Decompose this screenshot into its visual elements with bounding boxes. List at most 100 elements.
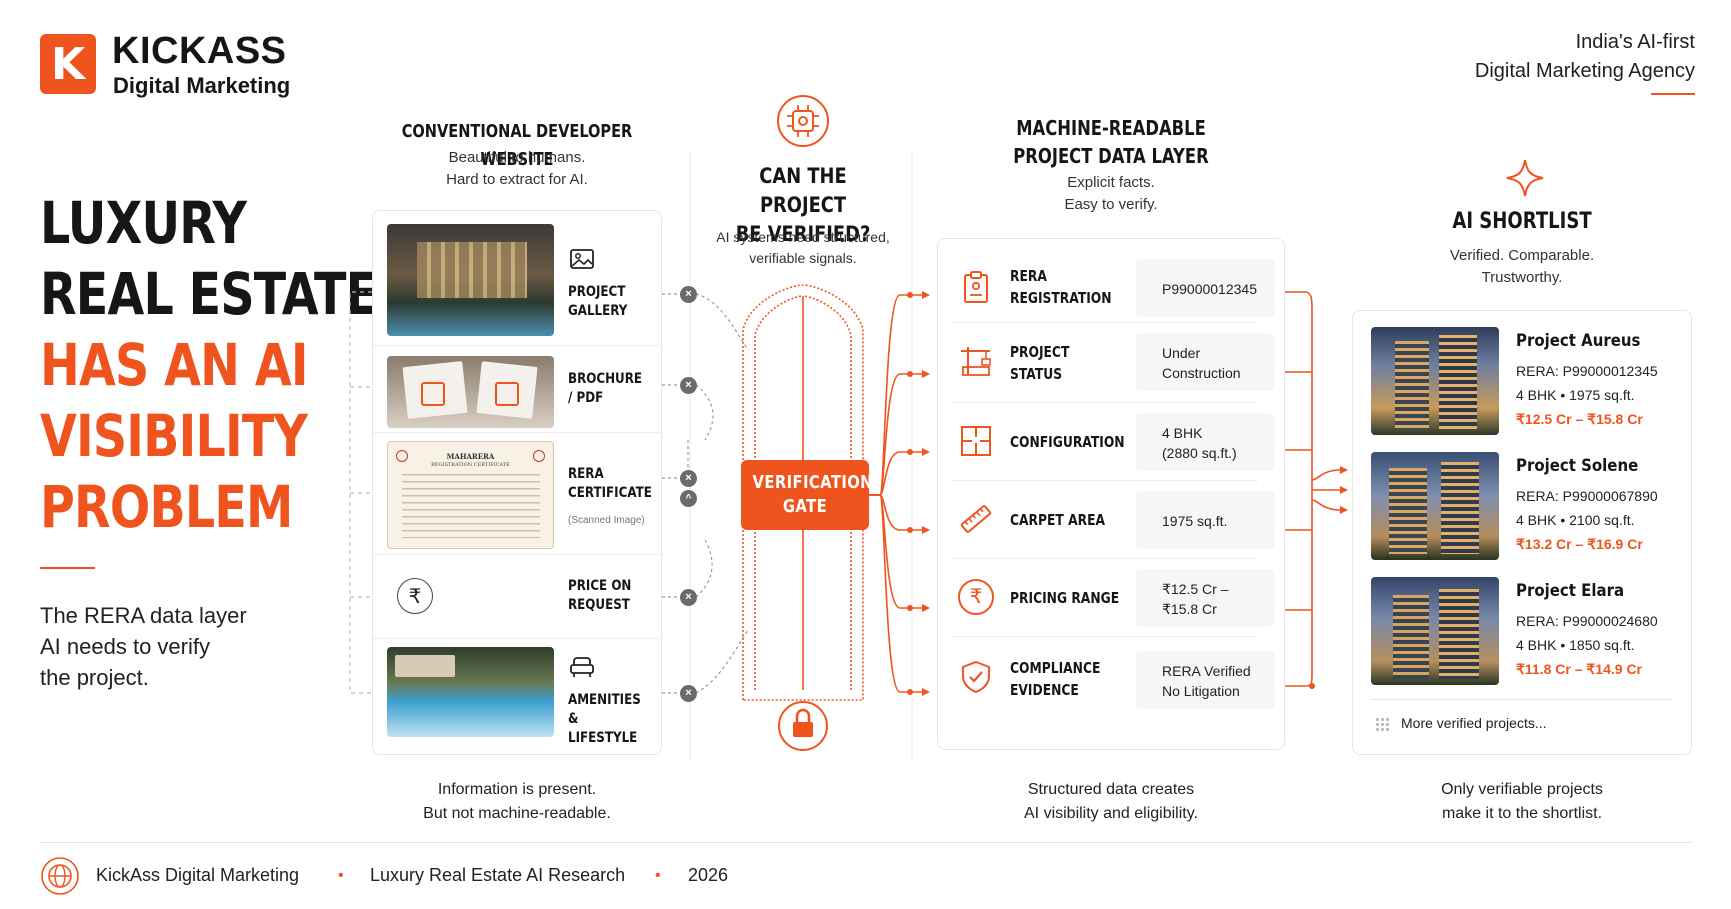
data-value: 1975 sq.ft. [1136, 491, 1274, 549]
shortlist-sub-1: Verified. Comparable. [1449, 247, 1595, 264]
data-label-1: RERA [1010, 267, 1047, 285]
data-label-1: PRICING RANGE [1010, 589, 1120, 607]
shortlist-panel: Project Aureus RERA: P99000012345 4 BHK … [1352, 310, 1692, 755]
shortlist-divider [1371, 699, 1673, 700]
shortlist-caption-1: Only verifiable projects [1441, 781, 1603, 798]
up-arrow-icon: ^ [680, 490, 697, 507]
hero-line-4: VISIBILITY [40, 402, 308, 470]
crane-icon [961, 347, 991, 376]
data-row-carpet-area: CARPET AREA 1975 sq.ft. [952, 481, 1274, 559]
ruler-icon [960, 505, 992, 533]
shortlist-item[interactable]: Project Aureus RERA: P99000012345 4 BHK … [1371, 327, 1667, 437]
brochure-thumb [387, 356, 554, 428]
data-value-1: ₹12.5 Cr – [1162, 581, 1229, 597]
data-layer-sub-2: Easy to verify. [1064, 196, 1158, 213]
data-row-rera-registration: RERA REGISTRATION P99000012345 [952, 251, 1274, 323]
row-label-1: PRICE ON [568, 578, 632, 594]
globe-icon [41, 857, 79, 895]
project-name: Project Aureus [1516, 331, 1641, 351]
hero-line-3: HAS AN AI [40, 331, 309, 399]
verify-heading-2: BE VERIFIED? [735, 222, 871, 246]
x-mark-icon: × [680, 589, 697, 606]
data-layer-caption: Structured data creates AI visibility an… [937, 778, 1285, 826]
certificate-thumb: MAHARERA REGISTRATION CERTIFICATE [387, 441, 554, 549]
data-value-1: 4 BHK [1162, 425, 1203, 441]
project-rera: RERA: P99000024680 [1516, 613, 1658, 629]
conventional-sub-1: Beautiful to humans. [448, 149, 586, 166]
rupee-icon: ₹ [397, 578, 433, 614]
tagline-rule [1651, 93, 1695, 95]
conventional-caption: Information is present. But not machine-… [372, 778, 662, 826]
data-value-1: P99000012345 [1162, 281, 1257, 297]
row-label-2: & LIFESTYLE [568, 711, 638, 746]
project-price: ₹12.5 Cr – ₹15.8 Cr [1516, 411, 1643, 427]
x-mark-icon: × [680, 377, 697, 394]
verify-sub: AI systems need structured, verifiable s… [700, 227, 906, 269]
row-note: (Scanned Image) [568, 515, 645, 526]
data-layer-sub-1: Explicit facts. [1067, 174, 1155, 191]
row-label: BROCHURE/ PDF [568, 370, 642, 408]
footer-topic: Luxury Real Estate AI Research [370, 865, 626, 885]
rupee-icon: ₹ [958, 579, 994, 615]
image-icon [570, 249, 594, 269]
project-rera: RERA: P99000012345 [1516, 363, 1658, 379]
project-image [1371, 577, 1499, 685]
data-label-2: REGISTRATION [1010, 289, 1112, 307]
data-row-configuration: CONFIGURATION 4 BHK(2880 sq.ft.) [952, 403, 1274, 481]
data-layer-heading-1: MACHINE-READABLE [1016, 116, 1206, 140]
project-image [1371, 452, 1499, 560]
shortlist-item[interactable]: Project Solene RERA: P99000067890 4 BHK … [1371, 452, 1667, 562]
row-label-2: CERTIFICATE [568, 485, 652, 501]
data-layer-heading-2: PROJECT DATA LAYER [1013, 144, 1209, 168]
data-layer-caption-1: Structured data creates [1027, 781, 1195, 798]
logo-letter: K [50, 38, 86, 90]
data-layer-sub: Explicit facts. Easy to verify. [937, 172, 1285, 216]
hero-title: LUXURY REAL ESTATE HAS AN AI VISIBILITY … [40, 188, 378, 543]
shortlist-item[interactable]: Project Elara RERA: P99000024680 4 BHK •… [1371, 577, 1667, 687]
amenities-thumb [387, 647, 554, 737]
data-value-2: Construction [1162, 365, 1241, 381]
shield-check-icon [962, 660, 990, 694]
hero-subtitle: The RERA data layer AI needs to verify t… [40, 600, 290, 693]
hero-rule [40, 567, 95, 569]
hero-line-1: LUXURY [40, 189, 247, 257]
data-label-1: CONFIGURATION [1010, 433, 1125, 451]
hero-line-2: REAL ESTATE [40, 260, 378, 328]
project-name: Project Solene [1516, 456, 1639, 476]
verification-gate: VERIFICATION GATE [741, 460, 873, 530]
data-value-1: RERA Verified [1162, 663, 1251, 679]
shortlist-heading: AI SHORTLIST [1452, 209, 1592, 234]
more-projects-link[interactable]: More verified projects... [1401, 715, 1547, 731]
hero-sub-2: AI needs to verify [40, 634, 210, 659]
row-brochure: BROCHURE/ PDF [373, 346, 661, 433]
sofa-icon [570, 657, 594, 677]
data-value-2: No Litigation [1162, 683, 1240, 699]
footer-rule [40, 842, 1692, 843]
data-label: RERA REGISTRATION [1010, 265, 1112, 309]
gate-line-1: VERIFICATION [752, 472, 873, 493]
gate-line-2: GATE [782, 496, 828, 517]
verify-heading-1: CAN THE PROJECT [759, 164, 847, 217]
brand-logo: K [40, 34, 96, 94]
verify-heading: CAN THE PROJECT BE VERIFIED? [715, 162, 890, 249]
project-price: ₹13.2 Cr – ₹16.9 Cr [1516, 536, 1643, 552]
conventional-sub-2: Hard to extract for AI. [446, 171, 588, 188]
data-label-1: PROJECT [1010, 343, 1070, 361]
verify-sub-1: AI systems need structured, [716, 229, 890, 245]
conventional-caption-2: But not machine-readable. [423, 805, 611, 822]
certificate-title: MAHARERA [446, 452, 495, 461]
conventional-caption-1: Information is present. [437, 781, 597, 798]
data-label-1: CARPET AREA [1010, 511, 1106, 529]
footer-org: KickAss Digital Marketing [96, 865, 300, 885]
